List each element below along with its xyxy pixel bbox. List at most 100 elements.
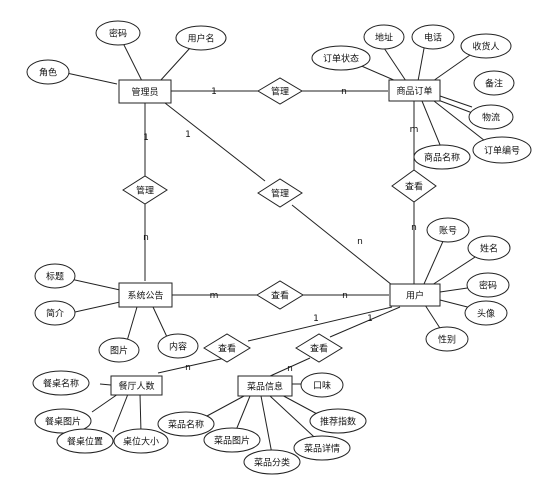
attr-notice-image: 图片 (98, 337, 140, 363)
card-admin-notice-notice: n (143, 233, 149, 243)
card-user-dish-dish: n (287, 364, 293, 374)
attr-order-status: 订单状态 (311, 45, 371, 71)
attr-dish-category: 菜品分类 (243, 449, 301, 475)
attr-dish-detail: 菜品详情 (293, 435, 351, 461)
entity-label: 商品订单 (396, 85, 432, 97)
card-admin-notice-admin: 1 (143, 133, 149, 143)
svg-text:密码: 密码 (109, 28, 127, 40)
relationship-admin-order: 管理 (257, 77, 303, 105)
relationship-label: 管理 (271, 86, 289, 98)
svg-text:菜品详情: 菜品详情 (304, 443, 340, 455)
svg-text:账号: 账号 (439, 226, 457, 237)
card-admin-user-user: n (357, 237, 363, 247)
svg-text:性别: 性别 (438, 334, 456, 346)
entity-dish: 菜品信息 (237, 375, 293, 397)
svg-text:菜品图片: 菜品图片 (214, 435, 250, 447)
attr-admin-role: 角色 (26, 59, 70, 85)
attr-dish-image: 菜品图片 (203, 427, 261, 453)
relationship-label: 查看 (271, 290, 289, 302)
attr-order-note: 备注 (473, 70, 515, 96)
attr-dish-name: 菜品名称 (157, 411, 215, 437)
card-admin-order-admin: 1 (211, 87, 217, 97)
attr-order-logistics: 物流 (468, 104, 514, 130)
attr-user-avatar: 头像 (464, 300, 508, 326)
relationship-user-order: 查看 (391, 169, 437, 203)
card-admin-user-admin: 1 (185, 130, 191, 140)
attr-admin-password: 密码 (95, 20, 141, 46)
relationship-admin-user: 管理 (257, 178, 303, 208)
entity-table: 餐厅人数 (110, 375, 163, 396)
svg-text:角色: 角色 (39, 67, 57, 79)
svg-text:订单编号: 订单编号 (484, 145, 520, 157)
card-user-dish-user: 1 (367, 314, 373, 324)
attr-order-number: 订单编号 (472, 136, 532, 164)
svg-text:餐桌图片: 餐桌图片 (45, 416, 81, 428)
entity-label: 餐厅人数 (118, 380, 154, 392)
card-user-table-table: n (185, 363, 191, 373)
attr-admin-username: 用户名 (175, 25, 227, 51)
attr-dish-taste: 口味 (300, 372, 344, 398)
entity-label: 菜品信息 (247, 381, 283, 393)
attr-order-address: 地址 (363, 24, 405, 50)
svg-text:电话: 电话 (424, 32, 442, 44)
relationship-admin-notice: 管理 (122, 175, 168, 205)
svg-text:备注: 备注 (485, 78, 503, 90)
svg-text:姓名: 姓名 (480, 243, 498, 255)
attr-order-receiver: 收货人 (460, 33, 512, 59)
svg-text:内容: 内容 (169, 341, 187, 353)
svg-text:简介: 简介 (46, 308, 64, 320)
attr-notice-intro: 简介 (34, 300, 76, 326)
attr-order-phone: 电话 (411, 24, 455, 50)
relationship-user-dish: 查看 (295, 333, 343, 363)
card-user-order-order: m (410, 125, 419, 135)
relationship-label: 管理 (271, 188, 289, 200)
card-notice-user-notice: m (210, 291, 219, 301)
svg-text:推荐指数: 推荐指数 (320, 416, 356, 428)
entity-user: 用户 (389, 283, 441, 307)
attr-table-name: 餐桌名称 (32, 370, 90, 396)
relationship-user-table: 查看 (203, 333, 251, 363)
relationship-label: 查看 (310, 343, 328, 355)
attr-order-product: 商品名称 (413, 144, 471, 170)
card-admin-order-order: n (341, 87, 347, 97)
attr-dish-recommend: 推荐指数 (309, 408, 367, 434)
card-user-table-user: 1 (313, 314, 319, 324)
svg-text:用户名: 用户名 (187, 33, 214, 45)
svg-text:菜品名称: 菜品名称 (168, 419, 204, 431)
attr-table-size: 桌位大小 (113, 428, 169, 454)
entity-notice: 系统公告 (118, 282, 173, 308)
svg-text:桌位大小: 桌位大小 (123, 436, 159, 448)
entity-admin: 管理员 (118, 79, 172, 104)
entity-order: 商品订单 (388, 79, 441, 102)
attr-user-name: 姓名 (467, 235, 511, 261)
attr-user-password: 密码 (466, 272, 510, 298)
svg-text:订单状态: 订单状态 (323, 53, 359, 65)
svg-text:餐桌名称: 餐桌名称 (43, 378, 79, 390)
relationship-label: 查看 (405, 181, 423, 193)
cardinalities: 1 n 1 n 1 n m n m n 1 n 1 n (143, 87, 418, 374)
relationship-label: 查看 (218, 343, 236, 355)
attr-notice-title: 标题 (34, 263, 76, 289)
svg-text:商品名称: 商品名称 (424, 152, 460, 164)
svg-text:头像: 头像 (477, 308, 495, 320)
attr-user-gender: 性别 (425, 326, 469, 352)
relationship-label: 管理 (136, 185, 154, 197)
svg-text:物流: 物流 (482, 112, 500, 124)
entity-label: 系统公告 (127, 290, 163, 302)
svg-text:图片: 图片 (110, 345, 128, 357)
svg-text:口味: 口味 (313, 380, 331, 392)
svg-text:密码: 密码 (479, 280, 497, 292)
svg-text:餐桌位置: 餐桌位置 (67, 436, 103, 448)
entity-label: 用户 (406, 290, 424, 302)
card-notice-user-user: n (342, 291, 348, 301)
attr-user-account: 账号 (426, 217, 470, 243)
entity-label: 管理员 (131, 86, 158, 98)
svg-text:菜品分类: 菜品分类 (254, 457, 290, 469)
attr-notice-content: 内容 (157, 333, 199, 359)
svg-text:地址: 地址 (375, 32, 393, 44)
svg-text:标题: 标题 (46, 271, 64, 283)
relationship-notice-user: 查看 (256, 280, 304, 310)
svg-text:收货人: 收货人 (472, 41, 499, 53)
card-user-order-user: n (411, 223, 417, 233)
